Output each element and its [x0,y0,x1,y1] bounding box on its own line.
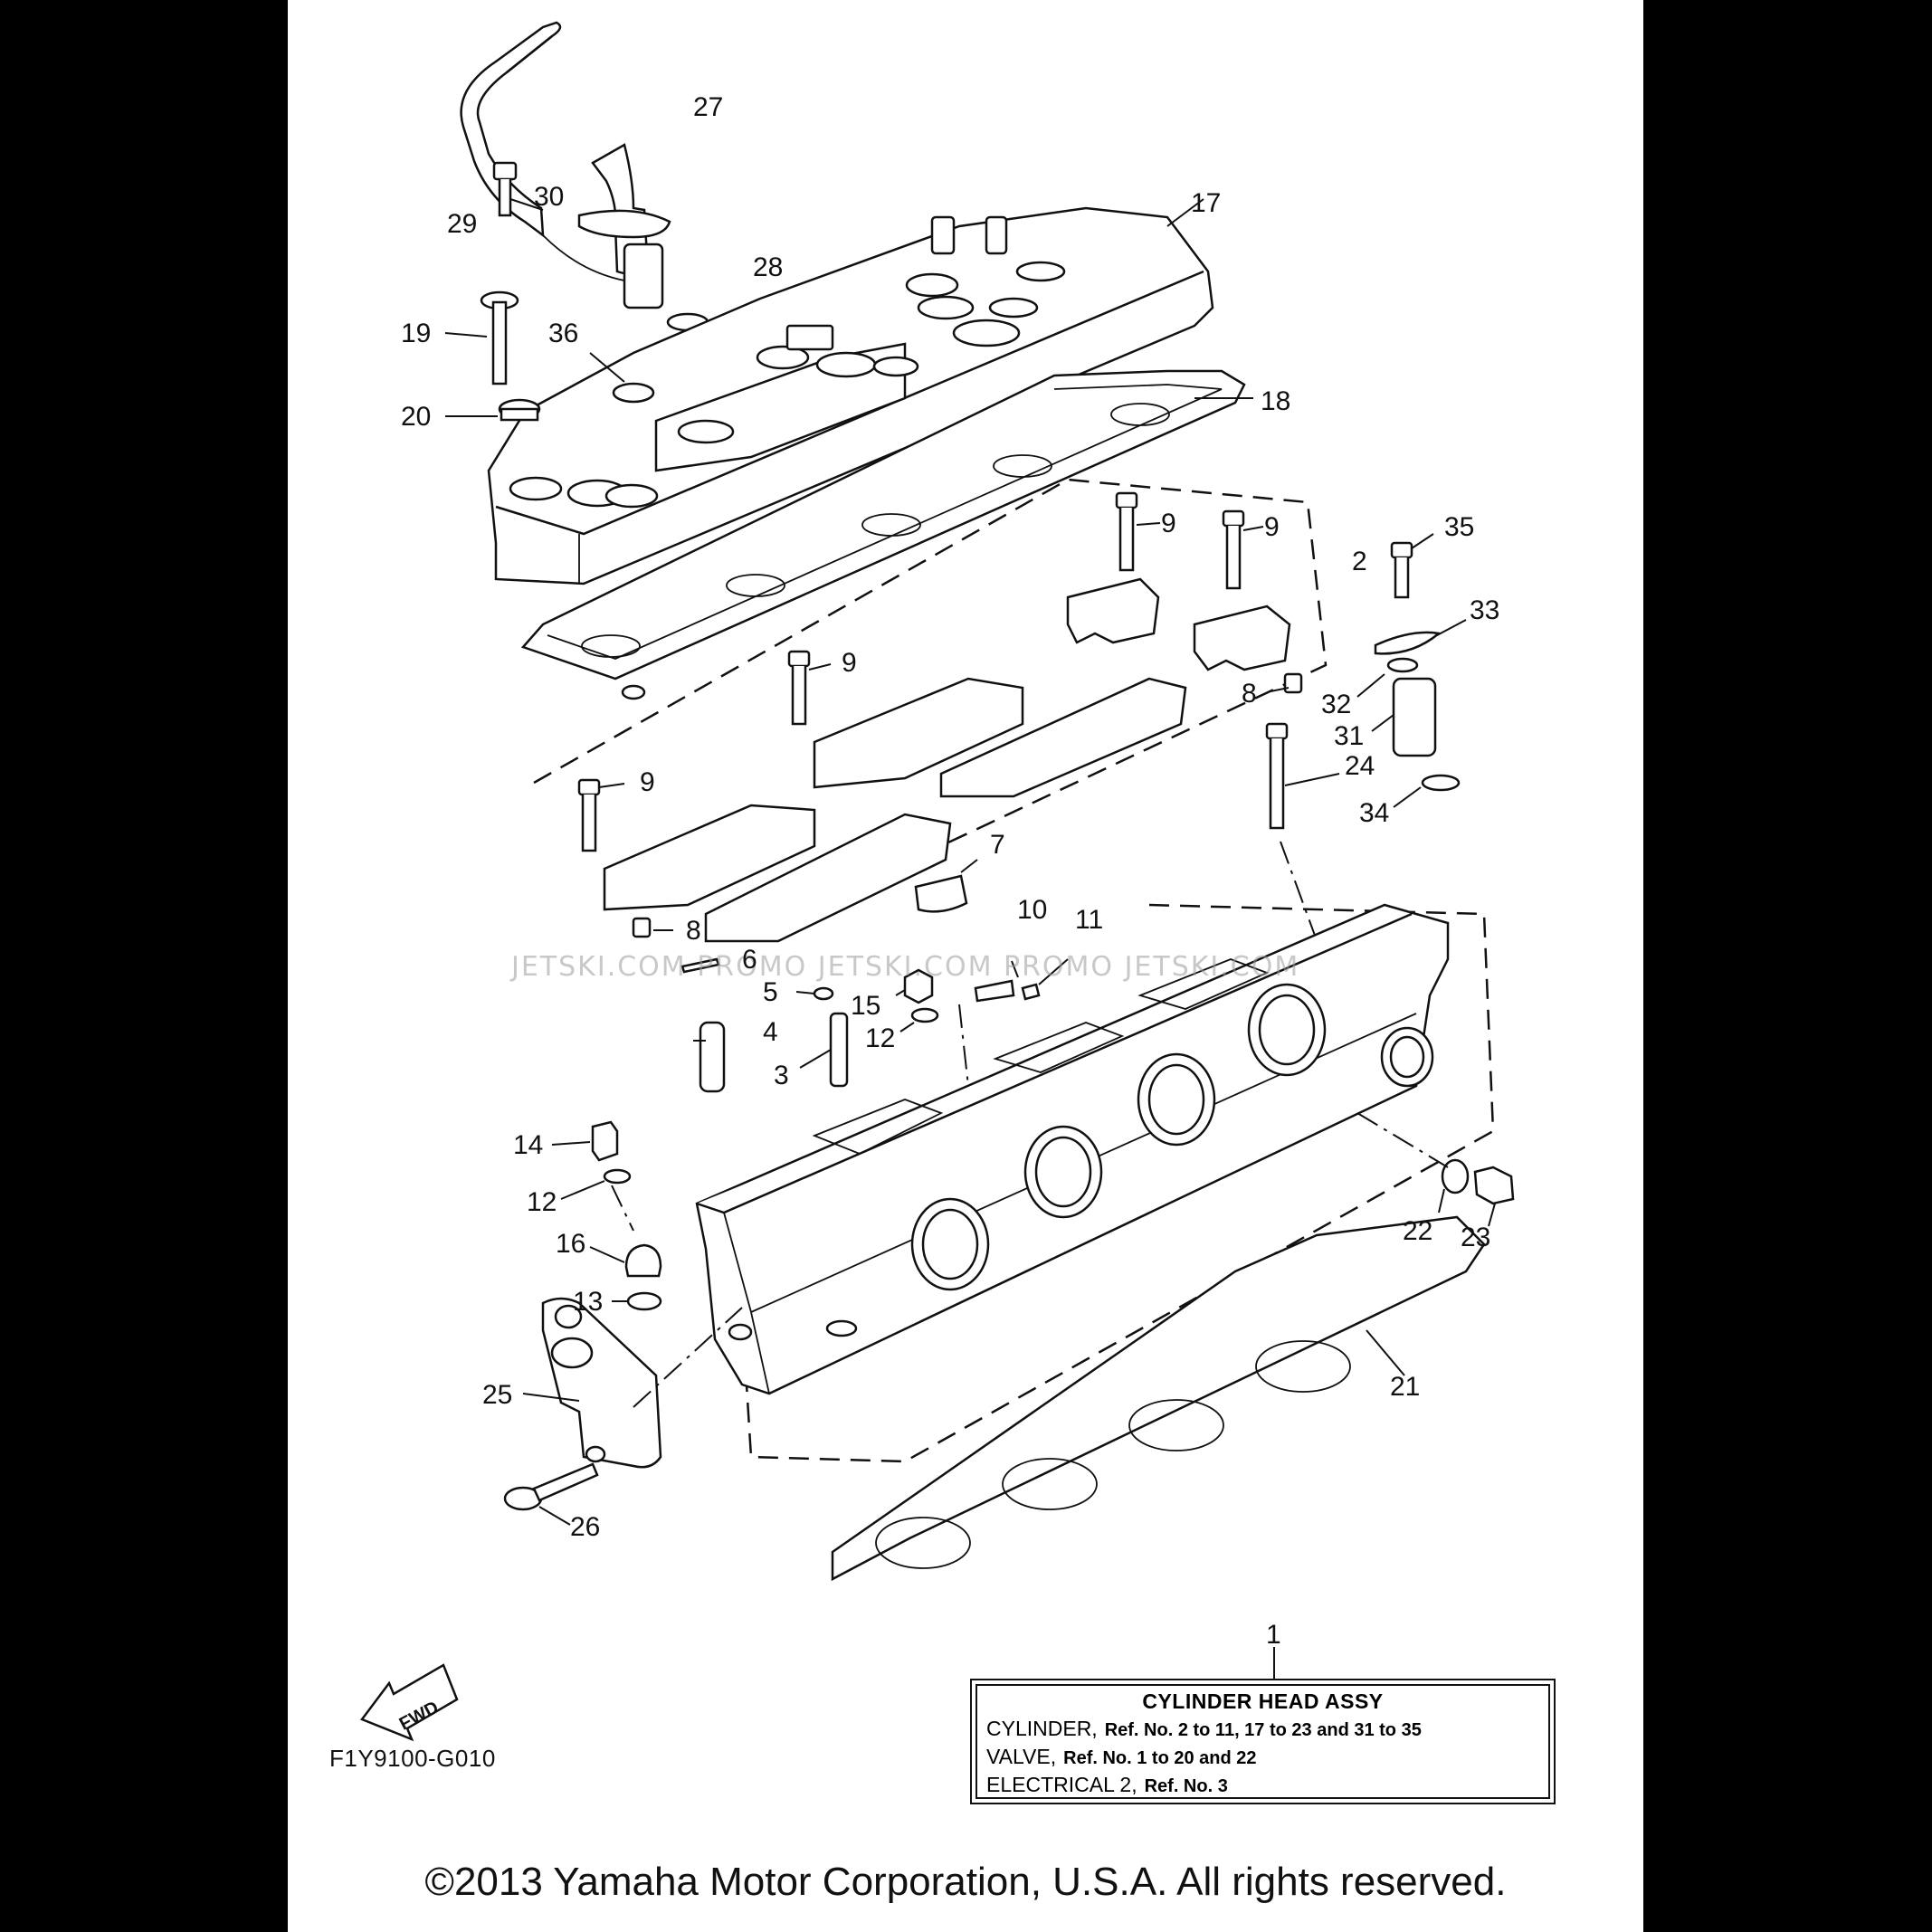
callout-12b: 12 [527,1187,557,1217]
callout-36: 36 [548,319,578,348]
grommet-36 [589,352,655,404]
callout-10: 10 [1017,895,1047,925]
callout-27: 27 [693,92,723,122]
callout-3: 3 [774,1061,789,1090]
valve-parts [551,859,1069,1311]
bracket-25 [522,1297,743,1469]
callout-8b: 8 [686,916,701,946]
callout-11: 11 [1075,905,1103,935]
callout-33: 33 [1470,595,1499,625]
head-gasket-21 [831,1215,1486,1582]
callout-16: 16 [556,1229,585,1259]
callout-22: 22 [1403,1216,1432,1246]
callout-7: 7 [990,830,1005,860]
group-1-boundary [740,903,1495,1463]
callout-26: 26 [570,1512,600,1542]
callout-32: 32 [1321,690,1351,719]
callout-29: 29 [447,209,477,239]
assembly-row-electrical: ELECTRICAL 2, Ref. No. 3 [986,1772,1539,1800]
breather-hose [460,21,709,332]
callout-9a: 9 [1161,509,1176,538]
callout-6: 6 [742,945,757,975]
callout-1: 1 [1266,1620,1281,1650]
drawing-code: F1Y9100-G010 [329,1745,496,1772]
bolt-19 [444,290,519,385]
bolt-24 [1265,722,1340,978]
callout-19: 19 [401,319,431,348]
group-2-boundary [533,478,1328,916]
assembly-row-ref: Ref. No. 1 to 20 and 22 [1063,1748,1257,1768]
callout-9d: 9 [640,767,655,797]
callout-17: 17 [1191,188,1221,218]
fwd-arrow: FWD [360,1663,459,1742]
assembly-row-name: CYLINDER, [986,1717,1098,1740]
callout-9b: 9 [1264,512,1280,542]
copyright-notice: ©2013 Yamaha Motor Corporation, U.S.A. A… [424,1860,1507,1904]
assembly-row-name: VALVE, [986,1745,1057,1768]
callout-25: 25 [482,1380,512,1410]
assembly-row-ref: Ref. No. 2 to 11, 17 to 23 and 31 to 35 [1104,1720,1422,1740]
callout-14: 14 [513,1130,543,1160]
callout-5: 5 [763,977,778,1007]
assembly-reference-box: CYLINDER HEAD ASSY CYLINDER, Ref. No. 2 t… [970,1679,1556,1804]
callout-15: 15 [851,991,880,1021]
callout-35: 35 [1444,512,1474,542]
callout-2: 2 [1352,547,1367,576]
camshaft-caps [577,491,1303,943]
callout-31: 31 [1334,721,1364,751]
assembly-row-ref: Ref. No. 3 [1144,1776,1228,1796]
callout-12a: 12 [865,1023,895,1053]
head-cover-gasket [520,369,1253,700]
callout-28: 28 [753,252,783,282]
bolt-29 [492,161,544,217]
cylinder-head-body [695,903,1450,1395]
callout-8a: 8 [1242,679,1257,709]
callout-20: 20 [401,402,431,432]
plug-22-23 [1356,1112,1515,1227]
assembly-row-name: ELECTRICAL 2, [986,1773,1137,1796]
callout-18: 18 [1261,386,1290,416]
callout-30: 30 [534,182,564,212]
damper-20 [445,398,541,422]
callout-21: 21 [1390,1372,1420,1402]
callout-13: 13 [573,1287,603,1317]
watermark-text: JETSKI.COM PROMO JETSKI.COM PROMO JETSKI… [509,951,1299,983]
callout-4: 4 [763,1017,778,1047]
callout-34: 34 [1359,798,1389,828]
sensor-assy [1356,533,1467,808]
bolt-26 [503,1462,599,1526]
callout-9c: 9 [842,648,857,678]
callout-24: 24 [1345,751,1375,781]
assembly-title: CYLINDER HEAD ASSY [1142,1689,1384,1713]
assembly-row-cylinder: CYLINDER, Ref. No. 2 to 11, 17 to 23 and … [986,1716,1539,1744]
assembly-reference-inner: CYLINDER HEAD ASSY CYLINDER, Ref. No. 2 t… [976,1684,1550,1799]
callout-23: 23 [1461,1223,1490,1252]
cylinder-head-cover [487,198,1214,585]
assembly-row-valve: VALVE, Ref. No. 1 to 20 and 22 [986,1744,1539,1772]
